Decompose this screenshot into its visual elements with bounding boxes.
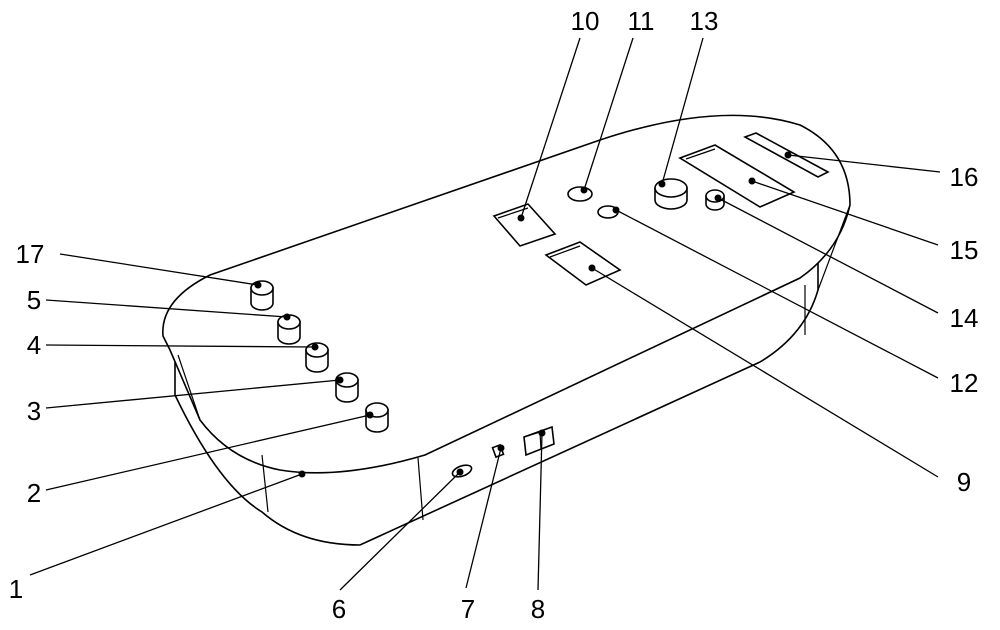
leader-dot-11 bbox=[580, 186, 588, 194]
leader-line-1 bbox=[29, 473, 303, 576]
leader-dot-1 bbox=[298, 470, 306, 478]
leader-line-16 bbox=[787, 154, 941, 173]
label-14: 14 bbox=[950, 303, 979, 333]
leader-line-14 bbox=[717, 197, 939, 314]
leader-line-17 bbox=[59, 253, 259, 286]
leader-line-9 bbox=[591, 267, 939, 478]
leader-dot-13 bbox=[658, 180, 666, 188]
knob-3 bbox=[335, 372, 359, 403]
leader-line-13 bbox=[661, 37, 704, 185]
knob-5 bbox=[277, 314, 301, 345]
leader-dot-2 bbox=[366, 411, 374, 419]
housing-edge-front-left bbox=[261, 454, 269, 513]
leader-dot-9 bbox=[588, 264, 596, 272]
knob-17 bbox=[250, 280, 274, 311]
label-1: 1 bbox=[9, 574, 23, 604]
label-6: 6 bbox=[332, 594, 346, 624]
label-15: 15 bbox=[950, 235, 979, 265]
leader-dot-5 bbox=[283, 313, 291, 321]
leader-line-11 bbox=[583, 37, 634, 191]
label-9: 9 bbox=[957, 467, 971, 497]
label-13: 13 bbox=[690, 6, 719, 36]
label-4: 4 bbox=[27, 330, 41, 360]
label-2: 2 bbox=[27, 478, 41, 508]
leader-line-15 bbox=[751, 180, 939, 246]
component-10-panel bbox=[492, 203, 557, 247]
housing-edge-right-inner bbox=[817, 204, 851, 291]
label-17: 17 bbox=[16, 239, 45, 269]
housing-bottom-outline bbox=[174, 210, 819, 546]
leader-dot-15 bbox=[748, 177, 756, 185]
housing-edge-left bbox=[177, 354, 201, 421]
label-3: 3 bbox=[27, 396, 41, 426]
leader-dot-10 bbox=[517, 214, 525, 222]
label-8: 8 bbox=[531, 594, 545, 624]
leader-dot-4 bbox=[311, 343, 319, 351]
leader-dot-16 bbox=[784, 151, 792, 159]
leader-dot-6 bbox=[456, 468, 464, 476]
leader-dots bbox=[254, 151, 792, 478]
leader-line-8 bbox=[537, 432, 543, 591]
leader-line-2 bbox=[45, 414, 371, 491]
leader-line-5 bbox=[45, 299, 288, 318]
leader-dot-8 bbox=[538, 429, 546, 437]
component-15-display bbox=[678, 144, 796, 208]
leader-dot-12 bbox=[612, 206, 620, 214]
leader-dot-3 bbox=[336, 376, 344, 384]
label-5: 5 bbox=[27, 285, 41, 315]
leader-line-7 bbox=[465, 447, 502, 589]
leader-dot-17 bbox=[254, 281, 262, 289]
label-16: 16 bbox=[950, 162, 979, 192]
label-11: 11 bbox=[628, 6, 655, 36]
component-11-button bbox=[567, 186, 593, 202]
leader-lines bbox=[29, 37, 941, 591]
label-12: 12 bbox=[950, 368, 979, 398]
leader-line-12 bbox=[615, 209, 939, 379]
leader-line-6 bbox=[339, 471, 461, 591]
reference-numerals: 17 5 4 3 2 1 6 7 8 10 11 13 16 15 14 12 … bbox=[9, 6, 979, 624]
label-10: 10 bbox=[571, 6, 600, 36]
leader-dot-14 bbox=[714, 194, 722, 202]
leader-dot-7 bbox=[497, 444, 505, 452]
leader-line-3 bbox=[45, 379, 341, 409]
leader-line-10 bbox=[520, 37, 581, 219]
label-7: 7 bbox=[461, 594, 475, 624]
leader-line-4 bbox=[45, 344, 316, 348]
